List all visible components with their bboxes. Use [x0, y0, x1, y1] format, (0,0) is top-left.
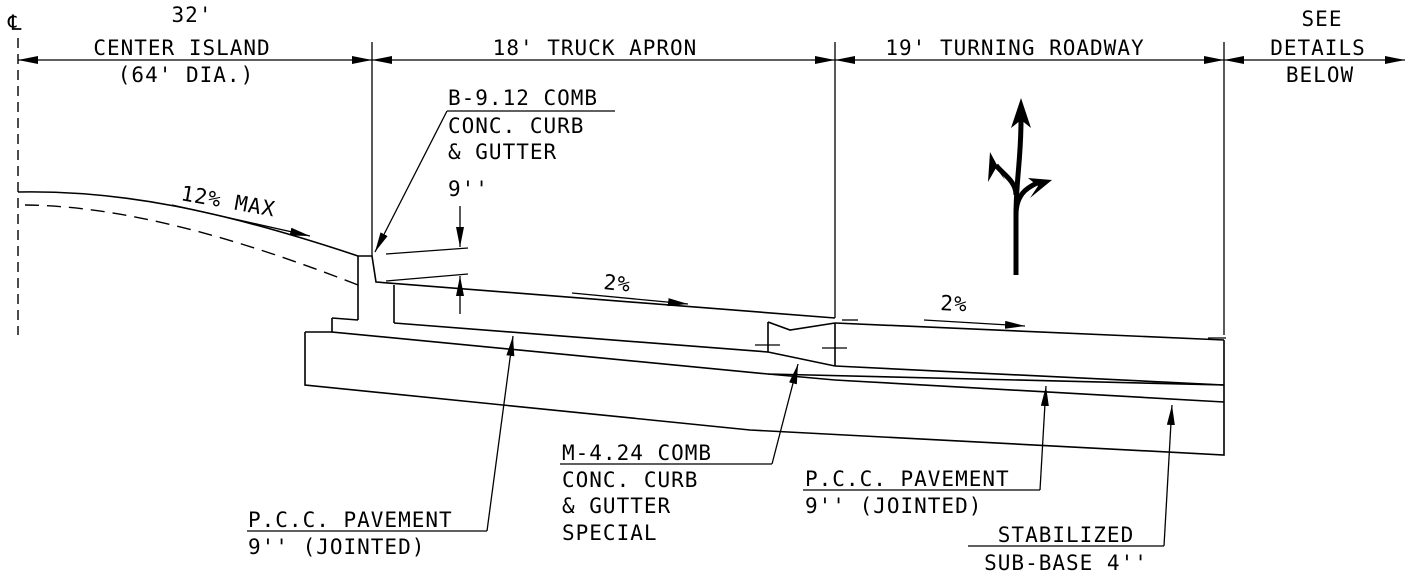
pcc-left-leader	[486, 335, 515, 532]
pcc-right-line1: P.C.C. PAVEMENT	[805, 467, 1010, 491]
subbase-line2: SUB-BASE 4''	[984, 551, 1148, 575]
centerline-symbol: ℄	[7, 11, 22, 35]
curb-base-top-left	[331, 317, 359, 321]
curb-top-line1: B-9.12 COMB	[448, 86, 598, 110]
see-details-line2: DETAILS	[1270, 36, 1366, 60]
center-island-label: CENTER ISLAND	[93, 36, 270, 60]
pcc-right-line2: 9'' (JOINTED)	[805, 494, 982, 518]
curb-top-leader	[374, 110, 448, 253]
island-subgrade-dashed	[24, 204, 359, 286]
through-and-right-turn-arrow-icon	[988, 98, 1052, 275]
curb-height-ext-bottom	[385, 273, 469, 282]
roadway-slope-label: 2%	[940, 291, 969, 316]
subbase-top-mid	[767, 373, 836, 381]
center-island-diameter: (64' DIA.)	[118, 63, 254, 87]
curb-bottom-line3: & GUTTER	[562, 494, 671, 518]
truck-apron-label: 18' TRUCK APRON	[493, 36, 698, 60]
pcc-roadway-bottom	[834, 365, 1225, 386]
curb-bottom-line2: CONC. CURB	[562, 468, 698, 492]
roadway-top-surface	[834, 322, 1225, 341]
island-slope-arrow	[171, 204, 311, 237]
curb-height-ext-top	[385, 247, 469, 255]
pcc-right-leader	[1039, 385, 1049, 491]
center-island-width: 32'	[172, 3, 213, 27]
pcc-left-line2: 9'' (JOINTED)	[248, 535, 425, 559]
pcc-left-top-joint	[393, 322, 769, 353]
gutter-notch-top	[767, 321, 836, 331]
curb-bottom-leader	[771, 363, 799, 465]
island-slope-label: 12% MAX	[179, 181, 277, 221]
subbase-line1: STABILIZED	[998, 523, 1134, 547]
see-details-line3: BELOW	[1286, 63, 1354, 87]
apron-slope-label: 2%	[602, 270, 632, 297]
subbase-top-right	[834, 379, 1225, 403]
roadway-slope-arrow	[923, 319, 1026, 329]
curb-bottom-line1: M-4.24 COMB	[562, 441, 712, 465]
apron-slope-arrow	[571, 292, 689, 307]
pcc-bottom-line	[331, 318, 1225, 386]
turning-roadway-label: 19' TURNING ROADWAY	[885, 36, 1144, 60]
apron-top-surface	[358, 255, 836, 319]
curb-height-label: 9''	[448, 177, 489, 201]
pcc-left-line1: P.C.C. PAVEMENT	[248, 508, 453, 532]
curb-top-line3: & GUTTER	[448, 140, 557, 164]
subbase-leader	[1163, 404, 1175, 547]
gutter-special-outline	[767, 322, 836, 367]
curb-bottom-line4: SPECIAL	[562, 521, 658, 545]
curb-top-line2: CONC. CURB	[448, 114, 584, 138]
subbase-outline	[304, 332, 1225, 456]
see-details-line1: SEE	[1302, 7, 1343, 31]
